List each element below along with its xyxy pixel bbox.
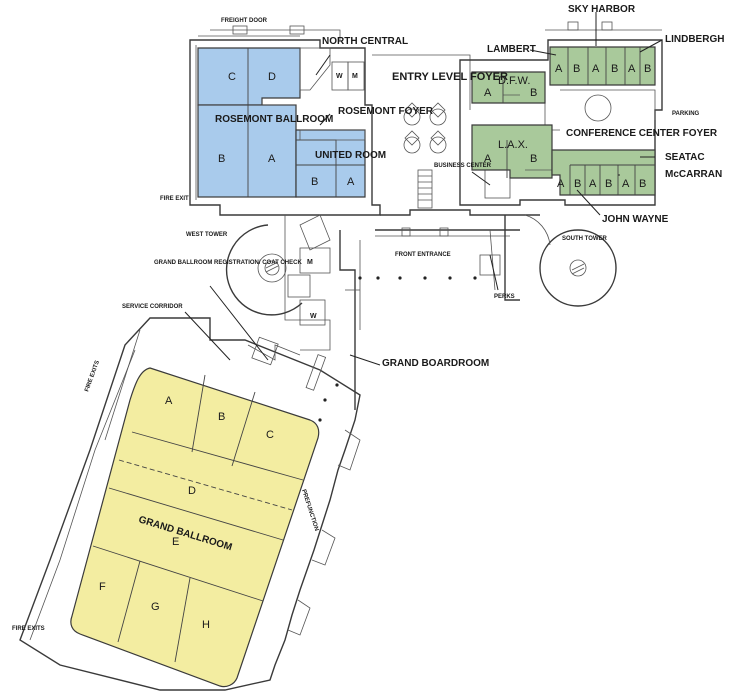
seatac-label: SEATAC — [665, 152, 705, 163]
grand-section-c: C — [266, 429, 274, 441]
rosemont-ballroom-label: ROSEMONT BALLROOM — [215, 114, 333, 125]
rosemont-section-c: C — [228, 71, 236, 83]
grand-section-e: E — [172, 536, 179, 548]
grand-ballroom-walls — [19, 317, 361, 691]
entry-level-foyer-label: ENTRY LEVEL FOYER — [392, 71, 508, 83]
grand-section-a: A — [165, 395, 173, 407]
lax-label: L.A.X. — [498, 139, 528, 151]
lambert-section-a: A — [555, 63, 563, 75]
grand-section-b: B — [218, 411, 225, 423]
skyharbor-section-a: A — [592, 63, 600, 75]
john-wayne-label: JOHN WAYNE — [602, 214, 669, 225]
mccarran-label: McCARRAN — [665, 169, 722, 180]
perks-label: PERKS — [494, 294, 515, 300]
lindbergh-section-b: B — [644, 63, 651, 75]
service-corridor-label: SERVICE CORRIDOR — [122, 304, 183, 310]
north-central-room — [299, 47, 365, 91]
lambert-section-b: B — [573, 63, 580, 75]
south-tower — [524, 214, 617, 307]
johnwayne-section-b: B — [574, 178, 581, 190]
seatac-section-a: A — [622, 178, 630, 190]
conference-center-area — [471, 46, 656, 196]
lindbergh-label: LINDBERGH — [665, 34, 724, 45]
front-entrance-label: FRONT ENTRANCE — [395, 252, 451, 258]
seatac-section-b: B — [639, 178, 646, 190]
restroom-w-north: W — [336, 73, 343, 80]
rosemont-section-b: B — [218, 153, 225, 165]
grand-section-h: H — [202, 619, 210, 631]
freight-door-label: FREIGHT DOOR — [221, 18, 268, 24]
business-center-label: BUSINESS CENTER — [434, 163, 492, 169]
mccarran-section-a: A — [589, 178, 597, 190]
united-room-label: UNITED ROOM — [315, 150, 386, 161]
restroom-w-west: W — [310, 313, 317, 320]
west-tower-label: WEST TOWER — [186, 232, 228, 238]
entry-foyer-seating — [403, 102, 447, 154]
united-section-b: B — [311, 176, 318, 188]
prefunction-label: PREFUNCTION — [300, 489, 319, 532]
lambert-label: LAMBERT — [487, 44, 536, 55]
sky-harbor-label: SKY HARBOR — [568, 4, 636, 15]
west-tower — [225, 224, 303, 316]
escalator — [417, 169, 433, 209]
lax-section-a: A — [484, 153, 492, 165]
lindbergh-section-a: A — [628, 63, 636, 75]
grand-boardroom-label: GRAND BOARDROOM — [382, 358, 489, 369]
grand-section-g: G — [151, 601, 160, 613]
dfw-section-a: A — [484, 87, 492, 99]
conference-foyer-fountain — [584, 94, 612, 122]
skyharbor-section-b: B — [611, 63, 618, 75]
restroom-m-north: M — [352, 73, 358, 80]
building-walls — [189, 21, 663, 410]
rosemont-section-a: A — [268, 153, 276, 165]
parking-label: PARKING — [672, 111, 700, 117]
grand-section-d: D — [188, 485, 196, 497]
fire-exit-label: FIRE EXIT — [160, 196, 189, 202]
dfw-label: D.F.W. — [498, 75, 530, 87]
grand-ballroom-registration-label: GRAND BALLROOM REGISTRATION/ COAT CHECK — [154, 260, 302, 266]
fire-exits-top-label: FIRE EXITS — [84, 360, 101, 393]
rosemont-section-d: D — [268, 71, 276, 83]
south-tower-label: SOUTH TOWER — [562, 236, 608, 242]
grand-ballroom-area — [70, 367, 320, 688]
leader-lines — [184, 12, 663, 366]
fire-exits-bottom-label: FIRE EXITS — [12, 626, 45, 632]
rosemont-foyer-label: ROSEMONT FOYER — [338, 106, 434, 117]
lax-section-b: B — [530, 153, 537, 165]
rosemont-ballroom-area — [197, 47, 366, 198]
dfw-section-b: B — [530, 87, 537, 99]
north-central-label: NORTH CENTRAL — [322, 36, 408, 47]
grand-section-f: F — [99, 581, 106, 593]
restroom-m-west: M — [307, 259, 313, 266]
conference-foyer-label: CONFERENCE CENTER FOYER — [566, 128, 718, 139]
united-section-a: A — [347, 176, 355, 188]
mccarran-section-b: B — [605, 178, 612, 190]
johnwayne-section-a: A — [557, 178, 565, 190]
